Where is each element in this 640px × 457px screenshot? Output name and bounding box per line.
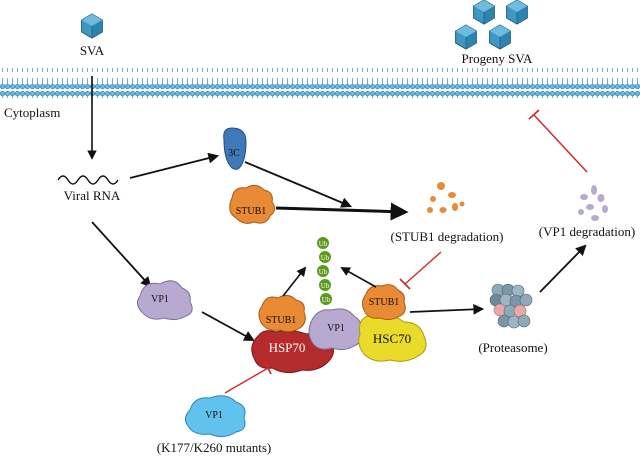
stub1-fragments-icon	[427, 182, 465, 213]
progeny-virus-icons	[455, 0, 528, 50]
inhibit-hsp70-line	[224, 367, 269, 394]
rna-to-vp1-arrow	[91, 221, 152, 288]
stub1-degradation-label: (STUB1 degradation)	[390, 229, 503, 244]
vp1-free-icon	[136, 280, 193, 321]
hsc70-label: HSC70	[373, 331, 411, 346]
inhibit-stub1-degradation-bar	[399, 278, 411, 290]
stub1-hsc70-icon	[361, 284, 406, 321]
ub-label: Ub	[321, 254, 330, 262]
vp1-degradation-label: (VP1 degradation)	[539, 224, 635, 239]
ubiquitin-chain: Ub Ub Ub Ub Ub	[317, 237, 332, 305]
proteasome-icon	[489, 283, 533, 329]
hsc70-ub-arrow	[340, 267, 377, 288]
vp1-complex-label: VP1	[327, 323, 345, 334]
inhibit-progeny-bar	[528, 109, 540, 120]
ubiquitin-icon	[319, 279, 331, 291]
viral-rna-icon	[57, 175, 119, 185]
proteasome-to-vp1-degradation-arrow	[539, 244, 587, 293]
stub1-hsc70-label: STUB1	[369, 297, 400, 308]
vp1-fragments-icon	[578, 185, 608, 221]
inhibit-stub1-degradation-line	[404, 251, 442, 285]
proteasome-label: (Proteasome)	[478, 340, 547, 355]
vp1-to-complex-arrow	[201, 311, 255, 342]
ub-label: Ub	[319, 240, 328, 248]
ub-label: Ub	[319, 268, 328, 276]
protease-3c-icon	[223, 127, 247, 170]
complex-to-proteasome-arrow	[409, 303, 485, 315]
hsp70-ub-arrow	[282, 266, 307, 297]
ubiquitin-icon	[320, 293, 332, 305]
rna-to-3c-arrow	[129, 152, 220, 179]
inhibit-progeny-line	[533, 114, 588, 173]
hsp70-label: HSP70	[269, 340, 306, 355]
ub-label: Ub	[321, 282, 330, 290]
ubiquitin-icon	[317, 265, 329, 277]
3c-to-degradation-arrow	[244, 161, 352, 208]
stub1-hsp70-icon	[258, 294, 306, 333]
progeny-sva-label: Progeny SVA	[462, 51, 534, 66]
sva-label: SVA	[80, 43, 105, 58]
protease-3c-label: 3C	[228, 148, 240, 159]
vp1-free-label: VP1	[151, 294, 169, 305]
stub1-free-label: STUB1	[236, 206, 267, 217]
vp1-mutant-label: VP1	[205, 410, 223, 421]
sva-virus-icon	[81, 13, 103, 39]
stub1-to-degradation-arrow	[275, 202, 409, 221]
cytoplasm-label: Cytoplasm	[4, 105, 60, 120]
ub-label: Ub	[322, 296, 331, 304]
ubiquitin-icon	[319, 251, 331, 263]
stub1-free-icon	[229, 184, 276, 224]
mutants-label: (K177/K260 mutants)	[157, 440, 271, 455]
ubiquitin-icon	[317, 237, 329, 249]
stub1-hsp70-label: STUB1	[266, 315, 297, 326]
vp1-mutant-icon	[184, 395, 246, 438]
inhibit-hsp70-bar	[264, 361, 272, 375]
cell-membrane	[0, 68, 640, 98]
viral-rna-label: Viral RNA	[64, 188, 121, 203]
